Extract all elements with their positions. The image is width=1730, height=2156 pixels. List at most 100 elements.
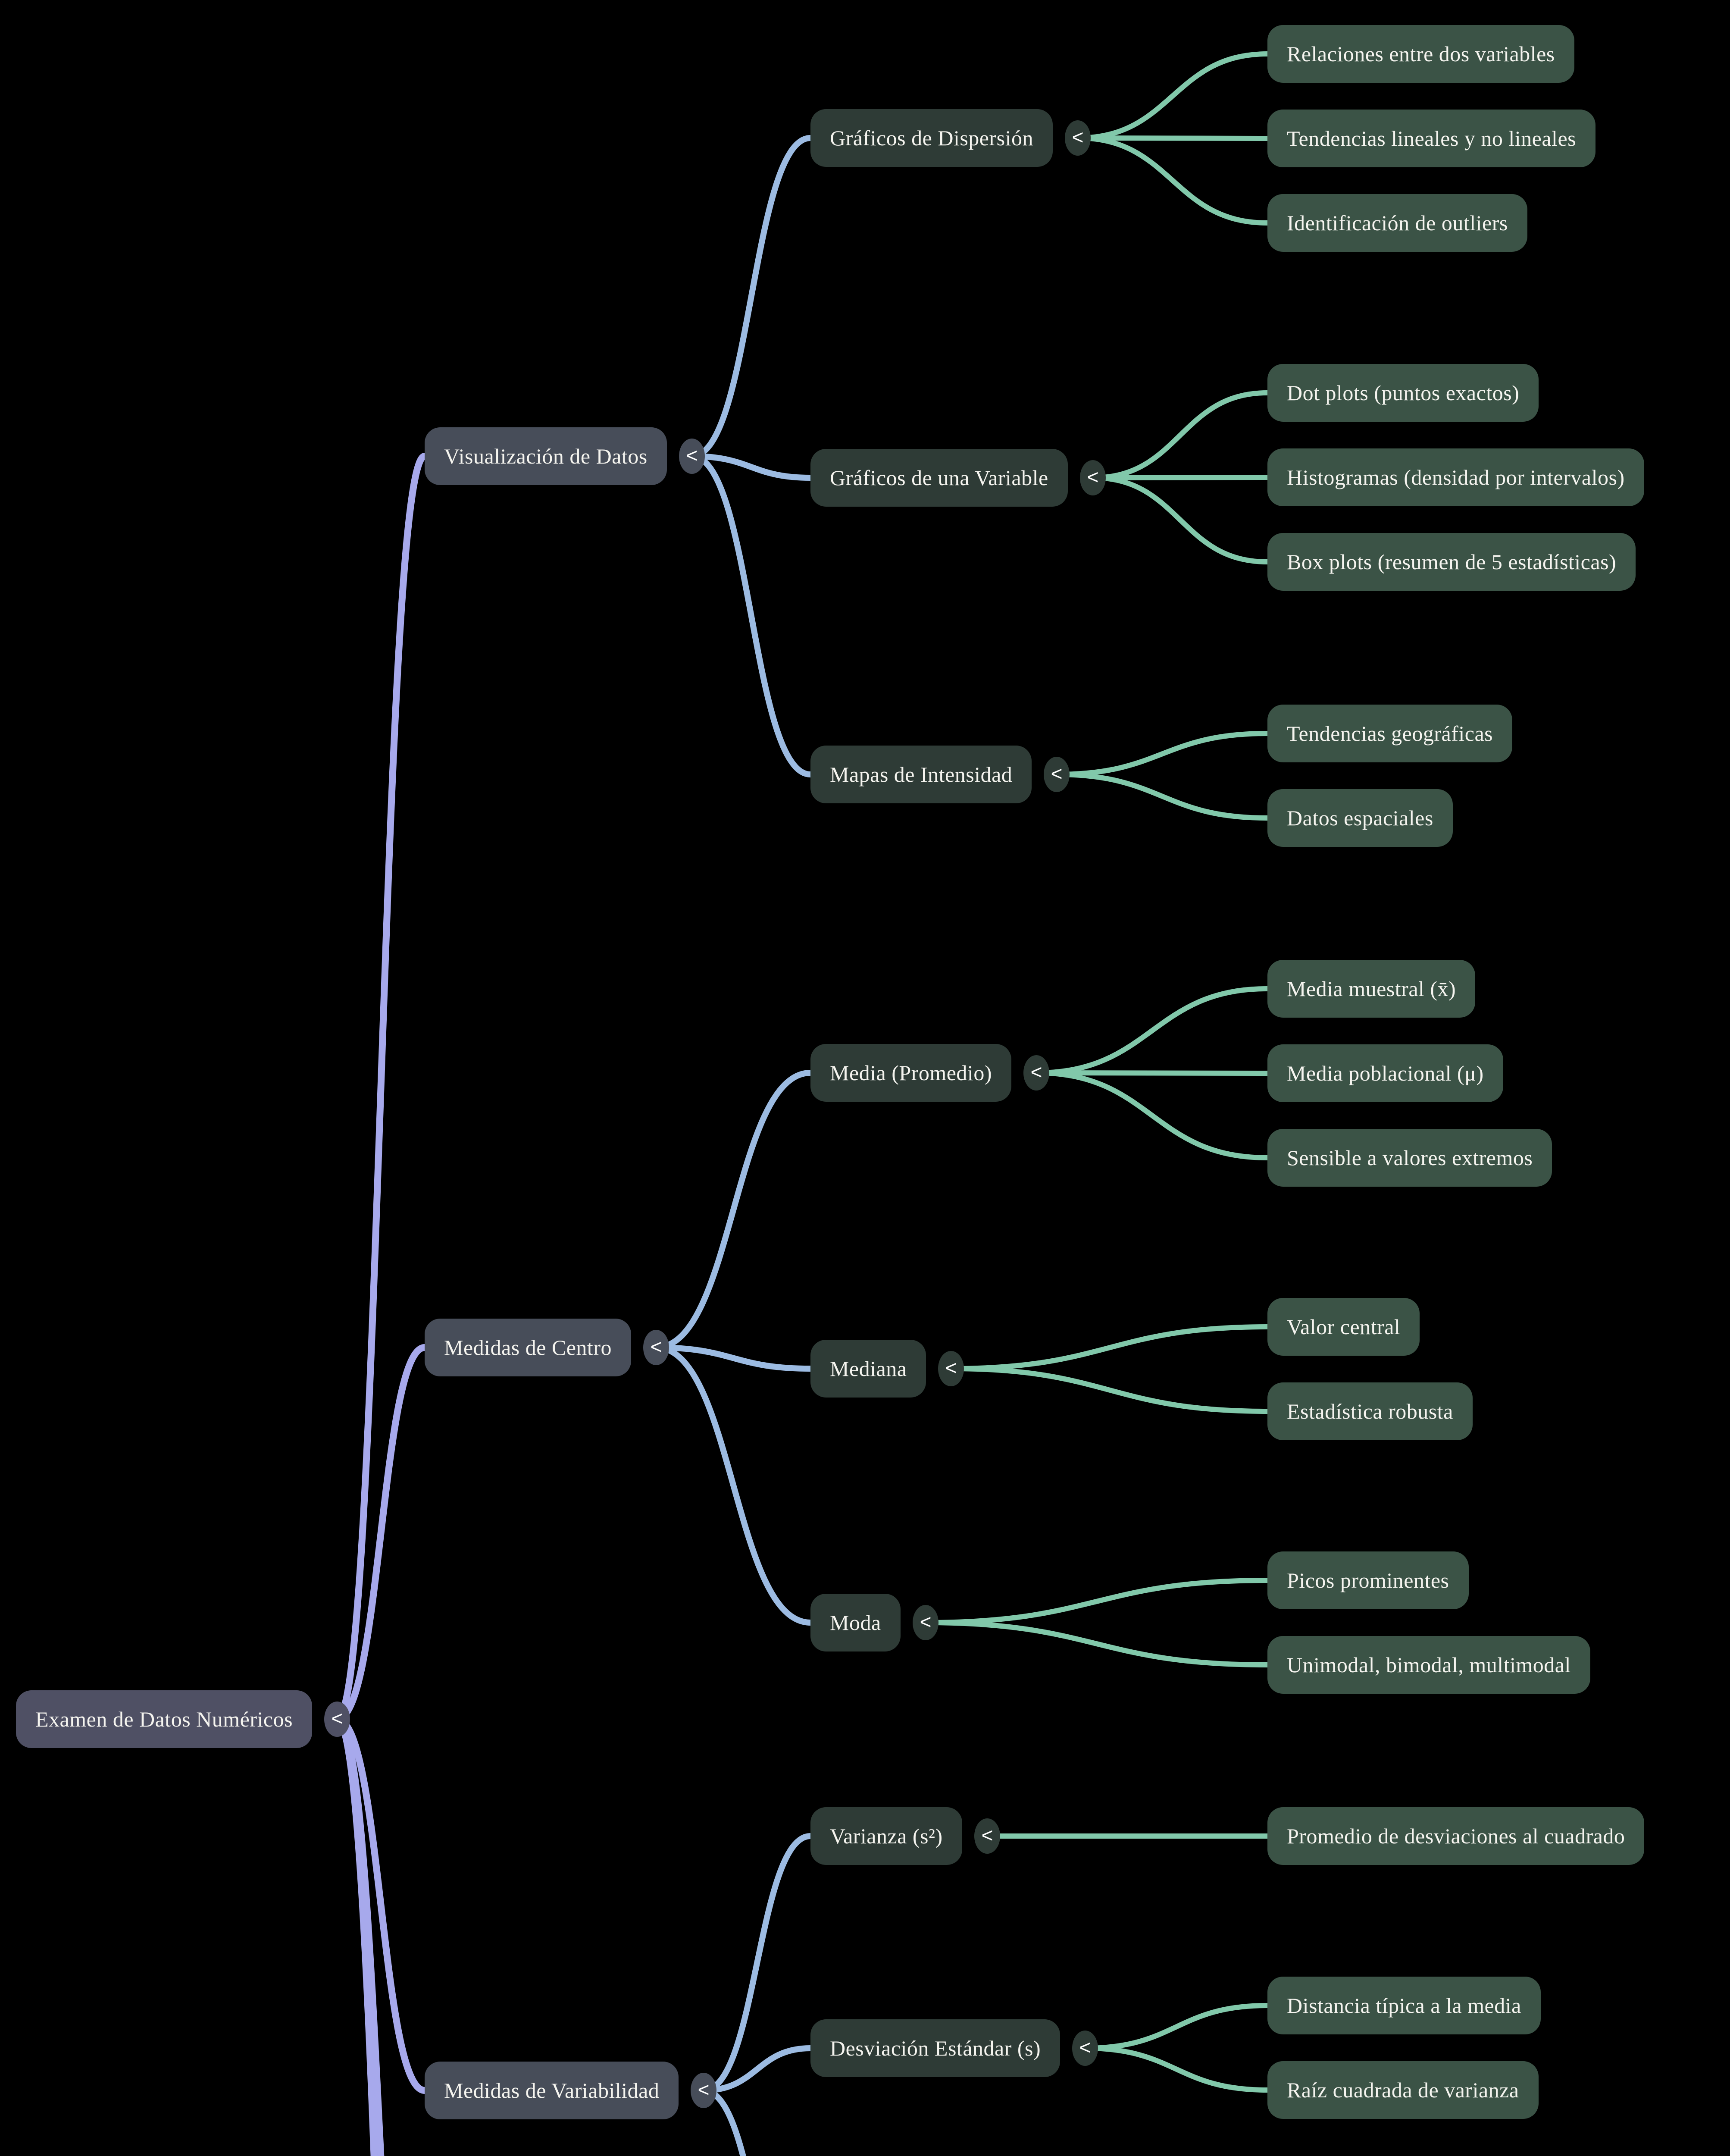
- node-media-muestral-x: Media muestral (x̄): [1267, 960, 1476, 1018]
- node-histogramas-densidad-por-intervalos: Histogramas (densidad por intervalos): [1267, 448, 1644, 506]
- link: [1082, 2046, 1270, 2093]
- collapse-toggle[interactable]: <: [974, 1818, 1000, 1854]
- collapse-icon: <: [1079, 2036, 1091, 2059]
- collapse-icon: <: [920, 1611, 932, 1633]
- collapse-icon: <: [1072, 126, 1084, 148]
- node-label: Visualización de Datos: [444, 444, 648, 468]
- node-label: Medidas de Variabilidad: [444, 2078, 660, 2103]
- collapse-toggle[interactable]: <: [679, 439, 705, 474]
- node-unimodal-bimodal-multimodal: Unimodal, bimodal, multimodal: [1267, 1636, 1590, 1694]
- node-label: Gráficos de una Variable: [830, 466, 1048, 490]
- collapse-icon: <: [650, 1335, 662, 1358]
- node-label: Identificación de outliers: [1287, 211, 1508, 235]
- node-label: Media (Promedio): [830, 1061, 992, 1085]
- node-medidas-de-variabilidad: Medidas de Variabilidad: [425, 2062, 679, 2119]
- node-desviacion-estandar-s: Desviación Estándar (s): [810, 2019, 1061, 2077]
- node-varianza-s: Varianza (s²): [810, 1807, 962, 1865]
- link: [1034, 1070, 1270, 1160]
- link: [701, 2045, 813, 2093]
- collapse-toggle[interactable]: <: [691, 2073, 716, 2108]
- node-label: Varianza (s²): [830, 1824, 943, 1848]
- link: [334, 1344, 428, 1723]
- collapse-icon: <: [698, 2078, 710, 2101]
- node-relaciones-entre-dos-variables: Relaciones entre dos variables: [1267, 25, 1574, 83]
- collapse-icon: <: [686, 444, 698, 467]
- link: [653, 1344, 813, 1626]
- node-media-poblacional: Media poblacional (μ): [1267, 1044, 1503, 1102]
- node-label: Valor central: [1287, 1315, 1401, 1339]
- collapse-toggle[interactable]: <: [1072, 2031, 1098, 2066]
- collapse-toggle[interactable]: <: [1044, 757, 1070, 792]
- node-datos-espaciales: Datos espaciales: [1267, 789, 1453, 847]
- node-moda: Moda: [810, 1594, 901, 1651]
- node-label: Moda: [830, 1611, 881, 1635]
- node-label: Unimodal, bimodal, multimodal: [1287, 1653, 1571, 1677]
- collapse-toggle[interactable]: <: [643, 1330, 669, 1365]
- node-label: Tendencias lineales y no lineales: [1287, 126, 1577, 150]
- node-graficos-de-dispersion: Gráficos de Dispersión: [810, 109, 1053, 167]
- link: [334, 1716, 378, 2156]
- link: [948, 1366, 1270, 1414]
- collapse-toggle[interactable]: <: [1080, 460, 1106, 495]
- node-label: Distancia típica a la media: [1287, 1993, 1521, 2018]
- link: [334, 1716, 428, 2094]
- node-box-plots-resumen-de-5-estadisticas: Box plots (resumen de 5 estadísticas): [1267, 533, 1636, 591]
- node-label: Medidas de Centro: [444, 1335, 612, 1360]
- collapse-toggle[interactable]: <: [1023, 1055, 1049, 1091]
- link: [1082, 2003, 1270, 2051]
- node-label: Promedio de desviaciones al cuadrado: [1287, 1824, 1625, 1848]
- collapse-toggle[interactable]: <: [1065, 120, 1091, 156]
- node-medidas-de-centro: Medidas de Centro: [425, 1319, 631, 1376]
- link: [1034, 986, 1270, 1075]
- link: [1090, 475, 1270, 480]
- link: [1054, 731, 1270, 777]
- node-label: Desviación Estándar (s): [830, 2036, 1041, 2060]
- node-picos-prominentes: Picos prominentes: [1267, 1551, 1469, 1609]
- link: [334, 453, 428, 1723]
- collapse-toggle[interactable]: <: [324, 1702, 350, 1737]
- link: [1090, 475, 1270, 564]
- collapse-toggle[interactable]: <: [913, 1605, 939, 1640]
- node-mediana: Mediana: [810, 1340, 926, 1398]
- node-media-promedio: Media (Promedio): [810, 1044, 1011, 1102]
- link: [701, 1833, 813, 2093]
- node-examen-de-datos-numericos: Examen de Datos Numéricos: [16, 1690, 313, 1748]
- collapse-icon: <: [945, 1357, 957, 1379]
- node-dot-plots-puntos-exactos: Dot plots (puntos exactos): [1267, 364, 1539, 422]
- link: [1075, 51, 1270, 141]
- link: [948, 1324, 1270, 1371]
- collapse-icon: <: [1030, 1061, 1042, 1083]
- node-label: Estadística robusta: [1287, 1399, 1453, 1423]
- node-label: Tendencias geográficas: [1287, 721, 1493, 746]
- link: [689, 453, 813, 777]
- node-label: Media poblacional (μ): [1287, 1061, 1484, 1085]
- node-label: Media muestral (x̄): [1287, 977, 1456, 1001]
- node-label: Picos prominentes: [1287, 1568, 1449, 1592]
- node-identificacion-de-outliers: Identificación de outliers: [1267, 194, 1527, 252]
- node-label: Dot plots (puntos exactos): [1287, 381, 1520, 405]
- collapse-toggle[interactable]: <: [938, 1351, 964, 1386]
- link: [689, 453, 813, 481]
- node-label: Mediana: [830, 1357, 907, 1381]
- node-label: Gráficos de Dispersión: [830, 126, 1033, 150]
- link: [923, 1620, 1270, 1667]
- link: [701, 2087, 746, 2156]
- node-promedio-de-desviaciones-al-cuadrado: Promedio de desviaciones al cuadrado: [1267, 1807, 1645, 1865]
- link: [653, 1070, 813, 1351]
- collapse-icon: <: [1087, 466, 1099, 488]
- node-label: Sensible a valores extremos: [1287, 1146, 1533, 1170]
- node-sensible-a-valores-extremos: Sensible a valores extremos: [1267, 1129, 1552, 1187]
- node-estadistica-robusta: Estadística robusta: [1267, 1382, 1473, 1440]
- node-label: Box plots (resumen de 5 estadísticas): [1287, 550, 1617, 574]
- node-visualizacion-de-datos: Visualización de Datos: [425, 427, 667, 485]
- node-tendencias-lineales-y-no-lineales: Tendencias lineales y no lineales: [1267, 110, 1596, 167]
- link: [1075, 135, 1270, 226]
- node-label: Raíz cuadrada de varianza: [1287, 2078, 1519, 2102]
- node-tendencias-geograficas: Tendencias geográficas: [1267, 705, 1513, 762]
- link: [1054, 772, 1270, 821]
- node-mapas-de-intensidad: Mapas de Intensidad: [810, 746, 1032, 803]
- node-label: Histogramas (densidad por intervalos): [1287, 465, 1625, 489]
- node-distancia-tipica-a-la-media: Distancia típica a la media: [1267, 1977, 1541, 2034]
